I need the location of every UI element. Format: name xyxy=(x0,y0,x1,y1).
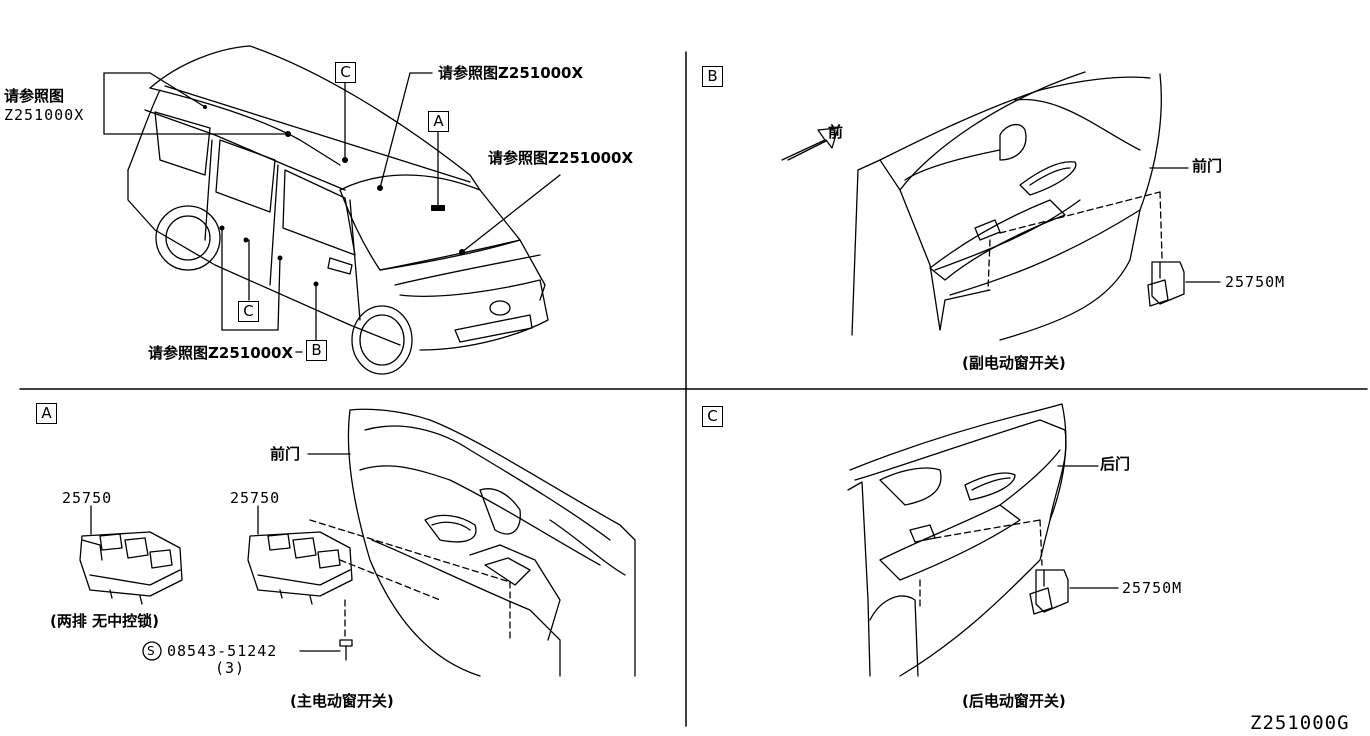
panel-b-switch xyxy=(1147,261,1185,307)
panel-a-caption: (主电动窗开关) xyxy=(290,692,394,710)
panel-c-part-number: 25750M xyxy=(1122,579,1183,597)
panel-b-leaders xyxy=(987,191,1163,291)
screw-part-number: 08543-51242 xyxy=(167,642,278,660)
callout-b: B xyxy=(306,340,327,361)
panel-b-door xyxy=(781,71,1162,341)
callout-a: A xyxy=(428,111,449,132)
panel-dividers xyxy=(19,51,1368,727)
ref-left-code: Z251000X xyxy=(4,106,85,124)
ref-top-label: 请参照图Z251000X xyxy=(438,64,584,82)
panel-a-tag: A xyxy=(36,403,57,424)
overview-leaders xyxy=(103,72,561,353)
panel-a-switch-left xyxy=(79,531,183,605)
ref-left-label: 请参照图 xyxy=(4,87,65,105)
panel-c-switch xyxy=(1029,569,1069,615)
panel-b-part-number: 25750M xyxy=(1225,273,1286,291)
screw-quantity: (3) xyxy=(215,659,246,677)
panel-a-switch-right xyxy=(247,531,353,605)
panel-a-leaders xyxy=(90,453,351,652)
diagram-code: Z251000G xyxy=(1250,712,1350,734)
vehicle-illustration xyxy=(127,45,549,375)
panel-c-door-label: 后门 xyxy=(1100,455,1131,473)
panel-a-door-label: 前门 xyxy=(270,445,301,463)
callout-c-top: C xyxy=(335,62,356,83)
ref-bottom-label: 请参照图Z251000X xyxy=(148,344,294,362)
ref-right-label: 请参照图Z251000X xyxy=(488,149,634,167)
panel-b-tag: B xyxy=(702,66,723,87)
panel-a-door xyxy=(347,408,636,677)
screw-symbol: S xyxy=(147,644,155,658)
left-switch-caption: (两排 无中控锁) xyxy=(50,612,159,630)
panel-c-tag: C xyxy=(702,406,723,427)
panel-a-dashed xyxy=(309,519,511,639)
panel-b-caption: (副电动窗开关) xyxy=(962,354,1066,372)
panel-a-screw xyxy=(142,639,353,661)
part-right-number: 25750 xyxy=(230,489,281,507)
callout-c-bottom: C xyxy=(238,301,259,322)
panel-c-door xyxy=(847,403,1067,677)
front-arrow-label: 前 xyxy=(828,123,844,141)
part-left-number: 25750 xyxy=(62,489,113,507)
panel-c-leaders xyxy=(919,519,1043,611)
panel-b-door-label: 前门 xyxy=(1192,157,1223,175)
panel-c-caption: (后电动窗开关) xyxy=(962,692,1066,710)
